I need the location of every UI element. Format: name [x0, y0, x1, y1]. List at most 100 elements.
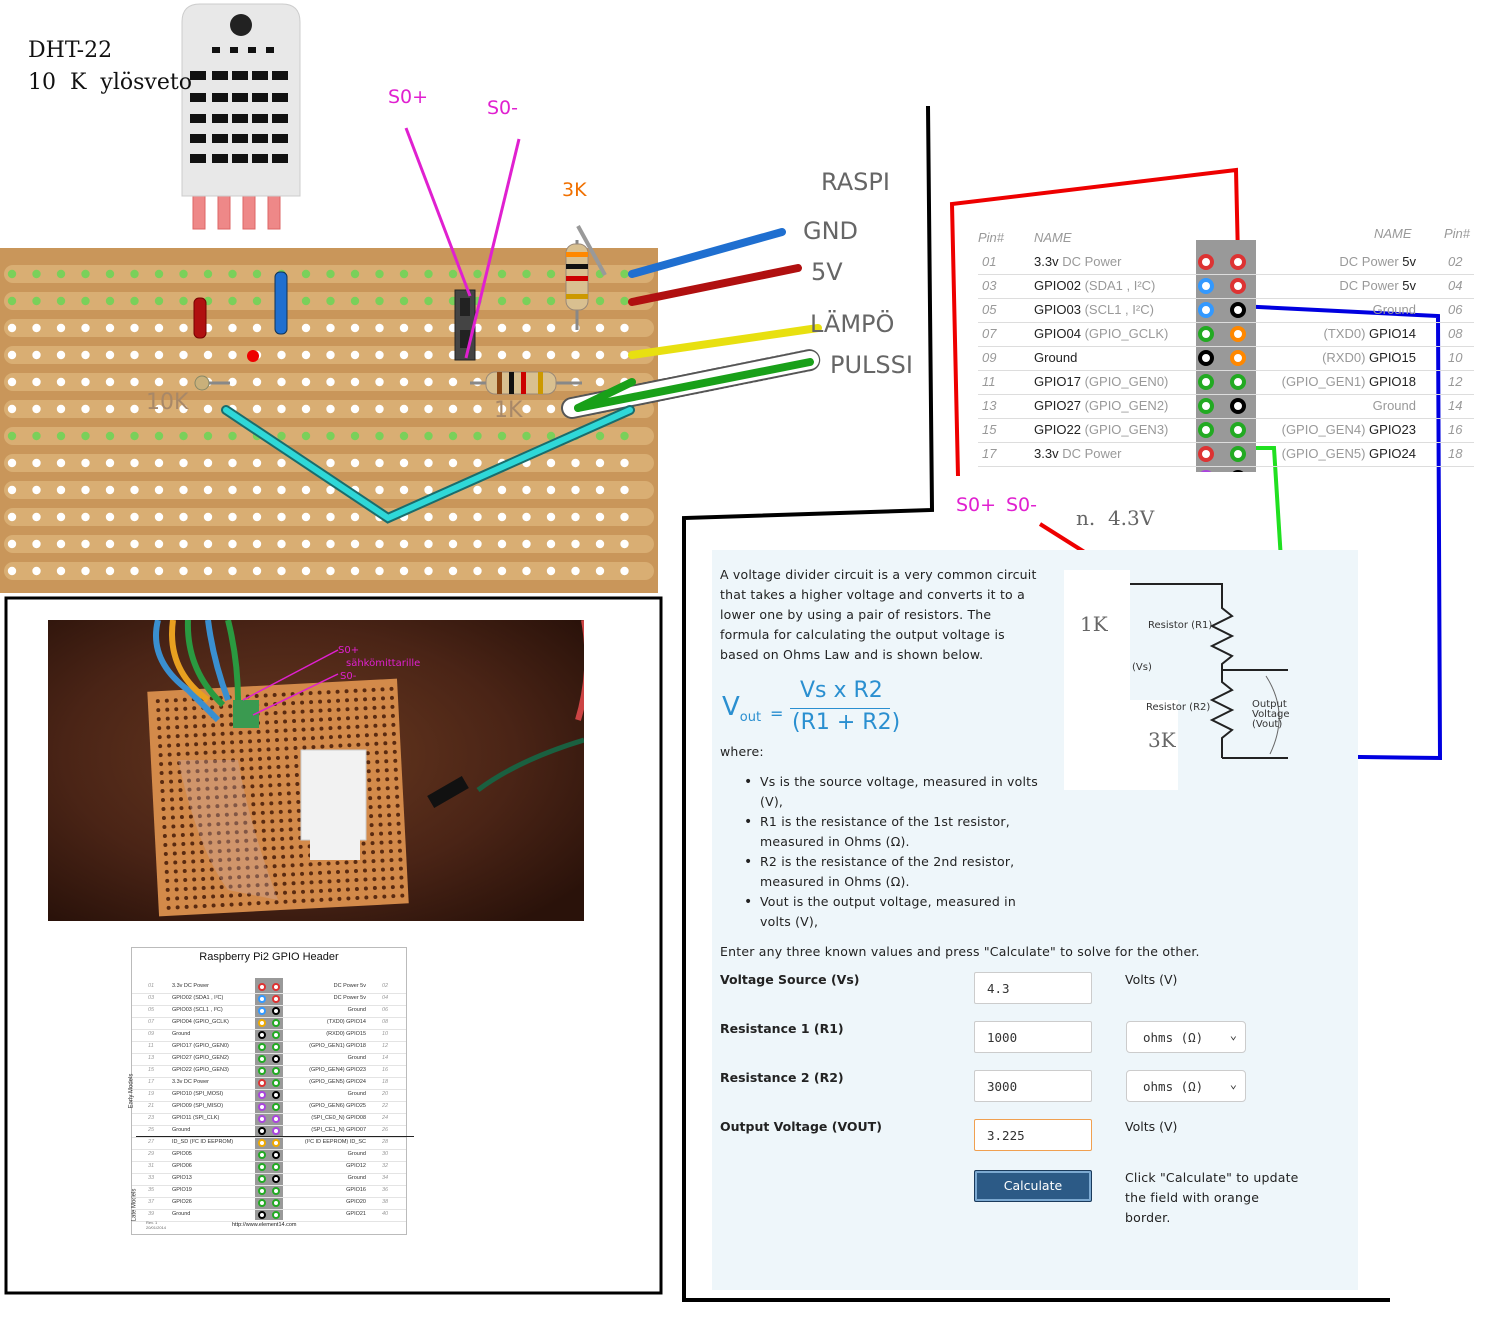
mini-gpio-title: Raspberry Pi2 GPIO Header: [199, 951, 339, 963]
photo-board-hole: [255, 874, 260, 879]
photo-board-hole: [309, 700, 314, 705]
resistance-2-input[interactable]: 3000: [974, 1070, 1092, 1102]
photo-board-hole: [335, 689, 340, 694]
photo-board-hole: [310, 736, 315, 741]
board-hole: [154, 431, 164, 441]
board-hole: [473, 458, 482, 468]
photo-board-hole: [231, 776, 236, 781]
mini-name-right: (GPIO_GEN4) GPIO23: [309, 1067, 366, 1073]
photo-board-hole: [257, 747, 262, 752]
photo-board-hole: [229, 731, 234, 736]
photo-board-hole: [179, 806, 184, 811]
photo-board-hole: [364, 724, 369, 729]
photo-board-hole: [192, 886, 197, 891]
mini-pin-left: 21: [148, 1103, 155, 1109]
gpio-name-right: Ground: [1372, 398, 1416, 413]
gpio-pin-dot: [1230, 350, 1246, 366]
photo-board-hole: [318, 870, 323, 875]
board-hole: [154, 350, 164, 360]
photo-board-hole: [362, 850, 367, 855]
board-hole: [130, 512, 139, 522]
photo-board-hole: [198, 832, 203, 837]
photo-board-hole: [260, 810, 265, 815]
photo-board-hole: [353, 869, 358, 874]
photo-board-hole: [176, 743, 181, 748]
mini-pin-dot: [258, 1151, 266, 1159]
photo-board-hole: [271, 846, 276, 851]
photo-board-hole: [263, 864, 268, 869]
photo-board-hole: [185, 742, 190, 747]
board-hole: [203, 566, 213, 576]
mini-pin-dot: [258, 1103, 266, 1111]
board-hole: [375, 323, 384, 333]
photo-board-hole: [180, 833, 185, 838]
board-hole: [130, 377, 139, 387]
output-voltage-input[interactable]: 3.225: [974, 1119, 1092, 1151]
photo-board-hole: [172, 842, 177, 847]
photo-board-hole: [320, 744, 325, 749]
board-hole: [424, 404, 433, 414]
photo-board-hole: [171, 824, 176, 829]
photo-board-hole: [196, 787, 201, 792]
photo-board-hole: [257, 738, 262, 743]
board-hole: [571, 566, 580, 576]
board-hole: [424, 296, 433, 306]
photo-board-hole: [388, 840, 393, 845]
board-hole: [399, 269, 409, 279]
photo-board-hole: [292, 899, 297, 904]
photo-board-hole: [369, 823, 374, 828]
board-hole: [301, 269, 311, 279]
mini-gpio-row: 03 GPIO02 (SDA1 , I²C) DC Power 5v 04: [132, 993, 406, 1006]
resistance-1-input[interactable]: 1000: [974, 1021, 1092, 1053]
photo-board-hole: [271, 837, 276, 842]
label-resistance-2: Resistance 2 (R2): [720, 1070, 844, 1085]
calculate-button[interactable]: Calculate: [974, 1170, 1092, 1202]
photo-board-hole: [393, 758, 398, 763]
voltage-source-input[interactable]: 4.3: [974, 972, 1092, 1004]
photo-board-hole: [346, 896, 351, 901]
mini-pin-right: 12: [382, 1043, 389, 1049]
board-hole: [424, 458, 433, 468]
sensor-grill-slot: [232, 134, 248, 143]
photo-board-hole: [164, 698, 169, 703]
sensor-grill-slot: [212, 114, 228, 123]
mini-pin-right: 26: [382, 1127, 389, 1133]
board-hole: [154, 458, 164, 468]
gpio-row: 11 GPIO17 (GPIO_GEN0) (GPIO_GEN1) GPIO18…: [978, 370, 1474, 395]
photo-board-hole: [184, 904, 189, 909]
photo-board-hole: [274, 719, 279, 724]
photo-board-hole: [371, 696, 376, 701]
resistance-1-unit-select[interactable]: ohms (Ω) ⌄: [1126, 1021, 1246, 1053]
mini-name-left: GPIO19: [172, 1187, 192, 1193]
board-hole: [56, 296, 66, 306]
board-hole: [277, 539, 286, 549]
photo-board-hole: [282, 710, 287, 715]
mini-pin-right: 20: [382, 1091, 389, 1097]
gpio-pin-dot: [1230, 470, 1246, 472]
photo-board-hole: [216, 822, 221, 827]
photo-board-hole: [263, 693, 268, 698]
photo-board-hole: [231, 758, 236, 763]
gpio-pin-dot: [1230, 374, 1246, 390]
board-hole: [56, 485, 66, 495]
board-hole: [326, 377, 335, 387]
photo-board-hole: [158, 753, 163, 758]
photo-board-hole: [308, 862, 313, 867]
board-hole: [326, 512, 335, 522]
board-hole: [7, 404, 17, 414]
photo-board-hole: [379, 840, 384, 845]
photo-board-hole: [374, 741, 379, 746]
photo-board-hole: [265, 891, 270, 896]
photo-board-hole: [317, 861, 322, 866]
mini-pin-left: 33: [148, 1175, 155, 1181]
resistance-2-unit-select[interactable]: ohms (Ω) ⌄: [1126, 1070, 1246, 1102]
photo-board-hole: [278, 809, 283, 814]
photo-board-hole: [233, 812, 238, 817]
photo-board-hole: [269, 810, 274, 815]
dht-title: DHT-22: [28, 38, 113, 63]
board-hole: [179, 404, 188, 414]
photo-board-hole: [235, 839, 240, 844]
mini-pin-left: 35: [148, 1187, 155, 1193]
photo-board-hole: [211, 894, 216, 899]
